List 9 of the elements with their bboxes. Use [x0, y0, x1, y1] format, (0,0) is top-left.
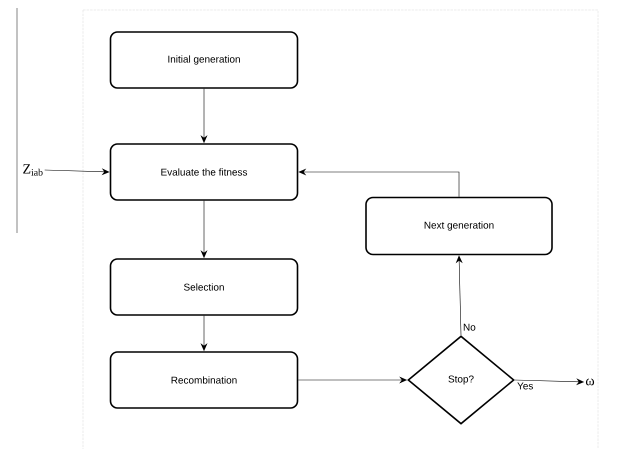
process-box: Recombination [110, 351, 298, 409]
symbol-label: ω [586, 378, 594, 386]
process-box: Evaluate the fitness [110, 143, 298, 201]
process-box: Selection [110, 258, 298, 316]
edge-label: Yes [517, 382, 533, 390]
process-box: Next generation [365, 196, 553, 256]
process-box: Initial generation [110, 31, 298, 89]
symbol-label: Z$_{iab}$ [23, 164, 43, 176]
edge-label: No [464, 324, 476, 331]
